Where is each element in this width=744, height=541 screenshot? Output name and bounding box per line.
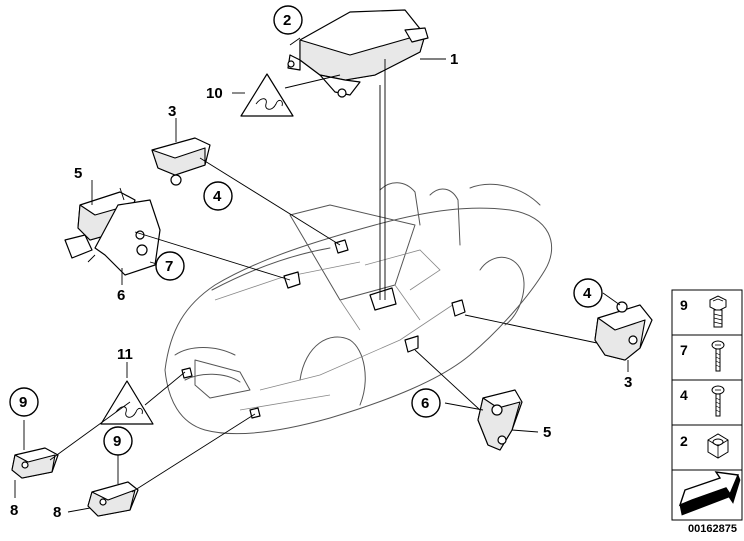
callout-circle-9-bottom [103,426,133,456]
car-outline [164,182,553,435]
sensor-8-bottom[interactable] [87,481,139,517]
diagram-code: 00162875 [688,523,737,535]
sensor-8-left[interactable] [11,447,59,479]
legend-row-2: 2 [680,433,729,459]
callout-circle-4-right [573,278,603,308]
callout-circle-9-left [9,387,39,417]
callout-8-left: 8 [10,502,18,519]
nut-icon [707,433,729,459]
leader-lines [14,37,629,513]
callout-5-left: 5 [74,165,82,182]
legend-number-7: 7 [680,342,688,358]
mount-points [181,239,466,419]
legend-panel: 9 7 4 [671,289,743,521]
legend-number-2: 2 [680,433,688,449]
callout-6-left: 6 [117,287,125,304]
legend-row-7: 7 [680,340,725,372]
callout-11: 11 [117,346,133,363]
legend-number-4: 4 [680,387,688,403]
legend-number-9: 9 [680,297,688,313]
sensor-3-left[interactable] [151,137,211,186]
callout-7: 7 [165,258,173,275]
callout-circle-7 [155,251,185,281]
callout-circle-2 [273,5,303,35]
bolt-icon [709,295,727,328]
callout-circle-4-left [203,181,233,211]
sensor-bracket-left[interactable] [64,187,161,276]
callout-1: 1 [450,51,458,68]
callout-8-bottom: 8 [53,504,61,521]
callout-4-left: 4 [213,188,222,205]
screw-icon [711,340,725,372]
callouts: 1 2 10 3 4 5 7 6 4 3 6 5 11 9 9 8 8 [9,5,632,521]
callout-3-left: 3 [168,103,176,120]
screw-icon [711,385,725,417]
sensor-3-right[interactable] [594,301,653,361]
arrow-icon [678,471,741,516]
callout-10: 10 [206,85,223,102]
legend-row-4: 4 [680,385,725,417]
callout-6-middle: 6 [421,395,429,412]
callout-circle-6-middle [411,388,441,418]
callout-9-left: 9 [19,394,27,411]
callout-5-middle: 5 [543,424,551,441]
sensor-bracket-middle[interactable] [477,389,523,451]
callout-4-right: 4 [583,285,592,302]
warning-label-10[interactable] [240,73,294,117]
callout-3-right: 3 [624,374,632,391]
callout-9-bottom: 9 [113,433,121,450]
control-unit[interactable] [287,9,429,98]
callout-2: 2 [283,12,291,29]
legend-row-9: 9 [680,295,727,328]
